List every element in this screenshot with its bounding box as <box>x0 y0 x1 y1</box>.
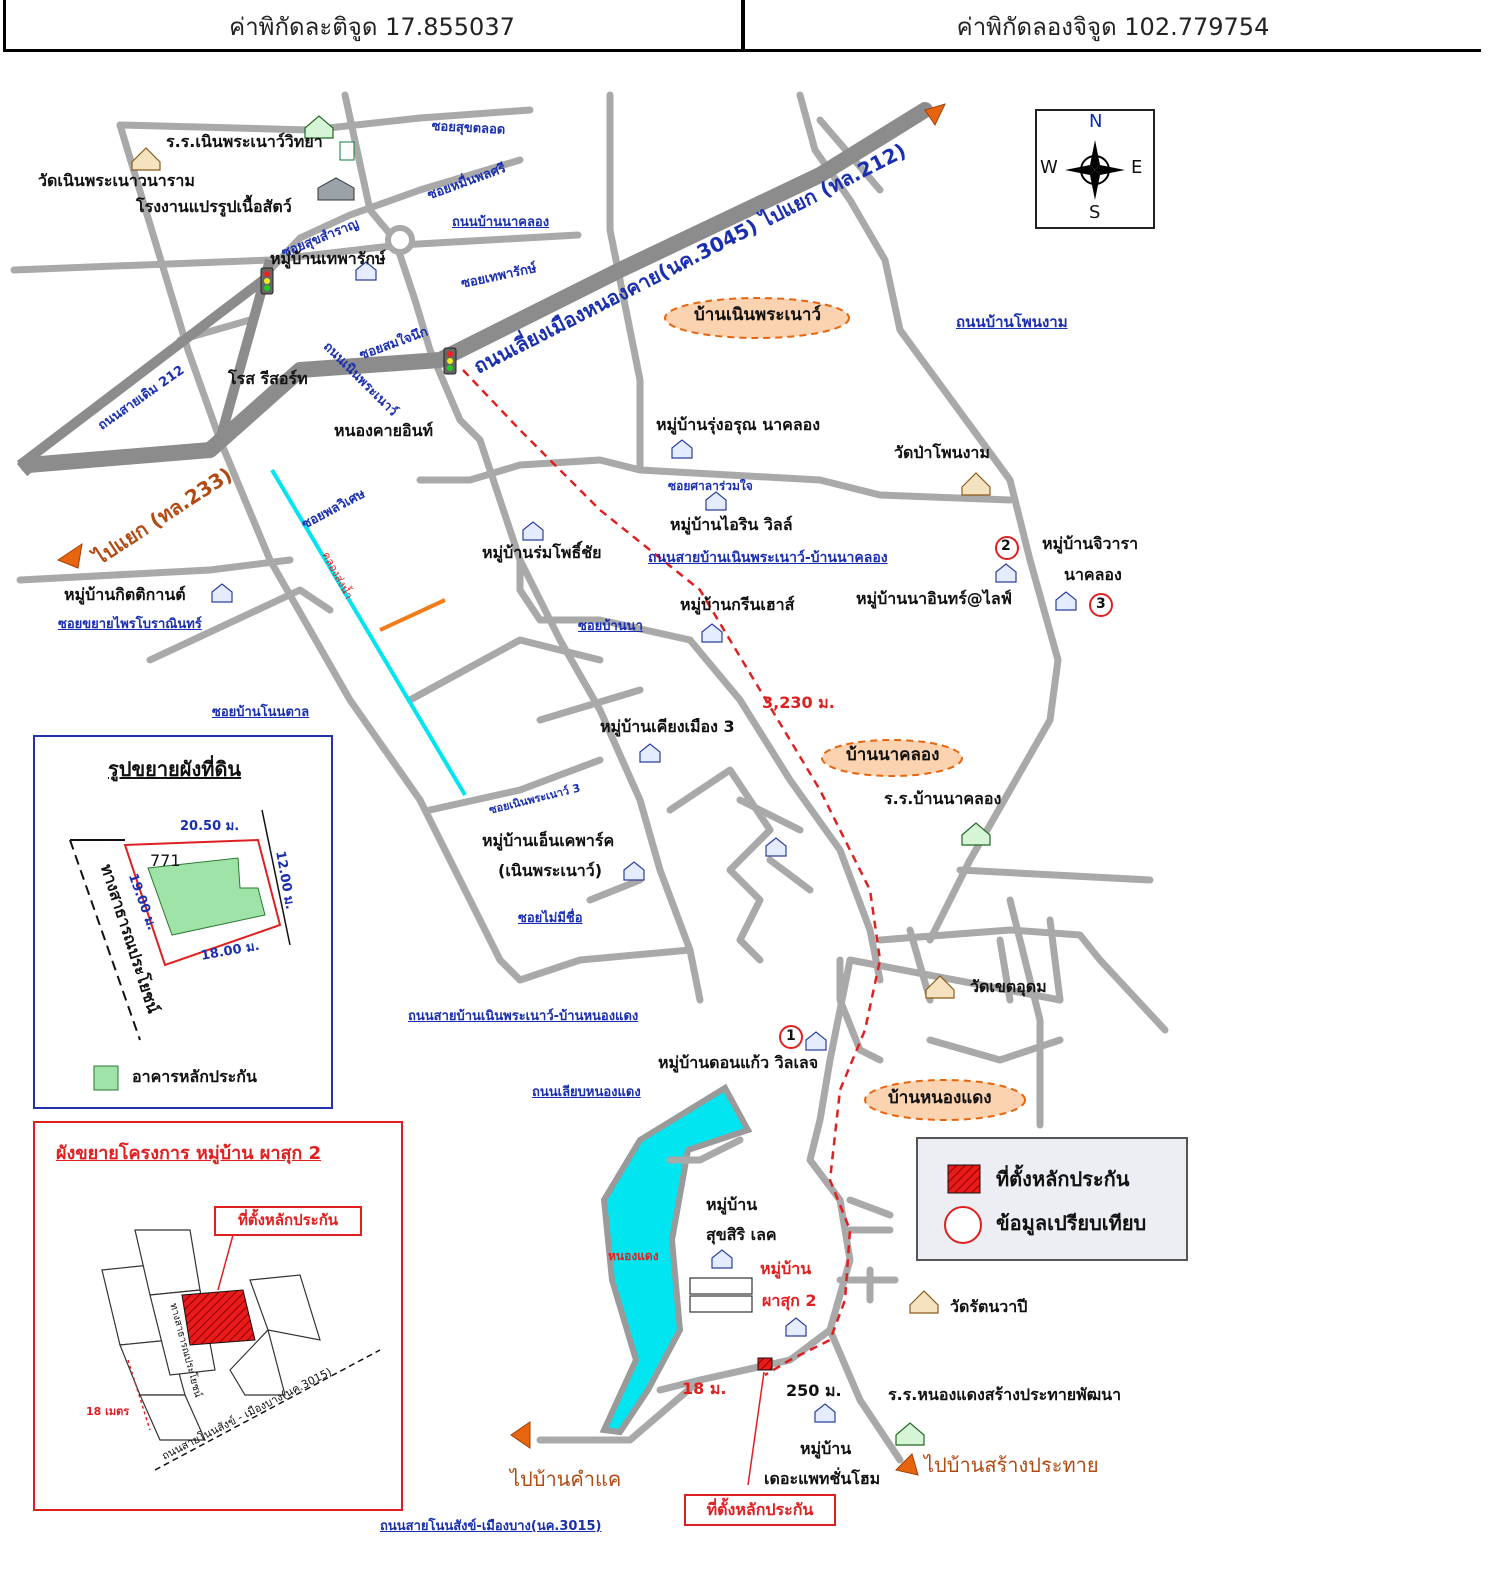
nongkhai-in-label: หนองคายอินท์ <box>334 421 434 440</box>
vil-jiwara-line2: นาคลอง <box>1064 565 1122 584</box>
plot-building <box>147 857 266 936</box>
soi-non-tan-label: ซอยบ้านโนนตาล <box>212 705 310 720</box>
compass-e: E <box>1131 157 1143 178</box>
traffic-light-icon <box>260 267 274 295</box>
temple-icons <box>131 147 991 1314</box>
soi-sala-label: ซอยศาลาร่วมใจ <box>668 479 753 493</box>
plot-number: 771 <box>150 851 181 870</box>
canal-line <box>270 468 467 797</box>
marker-2: 2 <box>1001 538 1011 554</box>
vil-nk-park-line1: หมู่บ้านเอ็นเคพาร์ค <box>482 831 615 850</box>
school-nongdaeng-label: ร.ร.หนองแดงสร้างประทายพัฒนา <box>888 1385 1122 1404</box>
compass-rose-icon <box>1065 140 1125 200</box>
collateral-tag: ที่ตั้งหลักประกัน <box>684 1494 836 1526</box>
longitude-label: ค่าพิกัดลองจิจูด 102.779754 <box>956 12 1270 41</box>
district-nern-ellipse <box>664 297 850 339</box>
house-icons <box>211 261 1077 1423</box>
vil-na-in-label: หมู่บ้านนาอินทร์@ไลฟ์ <box>856 589 1012 608</box>
factory-icon <box>317 177 355 201</box>
district-nongdaeng-ellipse <box>864 1079 1026 1121</box>
to-sang-label: ไปบ้านสร้างประทาย <box>924 1453 1099 1477</box>
soi-ban-na-label: ซอยบ้านนา <box>578 619 643 634</box>
vil-palm-line1: หมู่บ้าน <box>800 1439 852 1458</box>
vil-nk-park-line2: (เนินพระเนาว์) <box>498 861 603 880</box>
soi-phaiboran-label: ซอยขยายไพรโบราณินทร์ <box>58 617 202 632</box>
vil-kittika-label: หมู่บ้านกิตติกานต์ <box>64 585 186 604</box>
vil-pasuk-line1: หมู่บ้าน <box>760 1259 812 1278</box>
nern-nongdaeng-rd-label: ถนนสายบ้านเนินพระเนาว์-บ้านหนองแดง <box>408 1009 639 1024</box>
legend-collateral-swatch <box>947 1164 981 1194</box>
wat-ratana-label: วัดรัตนวาปี <box>950 1297 1028 1316</box>
plot-top-dim: 20.50 ม. <box>180 819 240 834</box>
school-naklong-label: ร.ร.บ้านนาคลอง <box>884 789 1002 808</box>
plot-building-legend-swatch <box>93 1065 119 1091</box>
legend-comparison-swatch <box>944 1206 982 1244</box>
phon-sawan-rd-label: ถนนสายโนนสังข์-เมืองบาง(นค.3015) <box>380 1519 602 1534</box>
vil-don-kaew-label: หมู่บ้านดอนแก้ว วิลเลจ <box>658 1053 819 1072</box>
vil-suksiri-line1: หมู่บ้าน <box>706 1195 758 1214</box>
direction-arrows <box>56 103 946 1476</box>
project-collateral-plot <box>181 1289 256 1346</box>
traffic-light-icon <box>443 347 457 375</box>
compass-box <box>1035 109 1155 229</box>
soi-no-name-label: ซอยไม่มีชื่อ <box>518 911 583 926</box>
wat-nern-label: วัดเนินพระเนาวนาราม <box>38 171 195 190</box>
lake-nong-daeng <box>599 1083 753 1436</box>
project-collateral-tag: ที่ตั้งหลักประกัน <box>214 1206 362 1236</box>
latitude-label: ค่าพิกัดละติจูด 17.855037 <box>229 12 515 41</box>
road-network <box>10 91 1169 1464</box>
to-kham-ae-label: ไปบ้านคำแค <box>510 1467 622 1491</box>
vil-green-label: หมู่บ้านกรีนเฮาส์ <box>680 595 795 614</box>
wat-khet-label: วัดเขตอุดม <box>970 977 1047 996</box>
school-nern-label: ร.ร.เนินพระเนาว์วิทยา <box>166 132 323 151</box>
coordinate-header: ค่าพิกัดละติจูด 17.855037 ค่าพิกัดลองจิจ… <box>0 0 1494 54</box>
distance-3230-label: 3,230 ม. <box>762 693 835 712</box>
orange-segment <box>379 598 446 632</box>
lake-label: หนองแดง <box>608 1249 659 1263</box>
plot-inset-title: รูปขยายผังที่ดิน <box>108 757 242 781</box>
rose-resort-label: โรส รีสอร์ท <box>228 369 308 388</box>
legend-collateral-label: ที่ตั้งหลักประกัน <box>996 1167 1130 1191</box>
nern-naklong-rd-label: ถนนสายบ้านเนินพระเนาว์-บ้านนาคลอง <box>648 550 888 566</box>
marker-1: 1 <box>786 1028 796 1044</box>
vil-jiwara-line1: หมู่บ้านจิวารา <box>1042 534 1139 553</box>
vil-suksiri-line2: สุขสิริ เลค <box>706 1225 777 1244</box>
factory-label: โรงงานแปรรูปเนื้อสัตว์ <box>136 197 292 216</box>
compass-w: W <box>1040 157 1058 178</box>
marker-3: 3 <box>1096 596 1106 612</box>
district-nern-label: บ้านเนินพระเนาว์ <box>694 305 822 325</box>
vil-palm-line2: เดอะแพทชั่นโฮม <box>764 1469 881 1488</box>
legend-comparison-label: ข้อมูลเปรียบเทียบ <box>996 1211 1147 1235</box>
distance-250-label: 250 ม. <box>786 1381 842 1400</box>
vil-rom-pho-label: หมู่บ้านร่มโพธิ์ชัย <box>482 543 602 562</box>
route-dashed <box>462 369 882 1377</box>
project-width-label: 18 เมตร <box>86 1405 130 1418</box>
district-naklong-ellipse <box>821 739 963 777</box>
district-nongdaeng-label: บ้านหนองแดง <box>888 1088 992 1108</box>
collateral-site-marker <box>747 1357 773 1486</box>
school-icons <box>304 115 991 1446</box>
compass-s: S <box>1089 202 1101 223</box>
vil-pasuk-line2: ผาสุก 2 <box>762 1291 817 1310</box>
bypass-highway <box>20 102 933 473</box>
na-klong-rd-label: ถนนบ้านนาคลอง <box>452 215 550 230</box>
district-naklong-label: บ้านนาคลอง <box>846 745 940 765</box>
vil-khiang-label: หมู่บ้านเคียงเมือง 3 <box>600 717 735 736</box>
comparison-markers <box>779 536 1113 1049</box>
project-inset-title: ผังขยายโครงการ หมู่บ้าน ผาสุก 2 <box>56 1143 322 1164</box>
vil-thepharak-label: หมู่บ้านเทพารักษ์ <box>270 249 386 268</box>
vil-rung-arun-label: หมู่บ้านรุ่งอรุณ นาคลอง <box>656 415 821 434</box>
roundabout <box>385 225 415 255</box>
phon-ngam-rd-label: ถนนบ้านโพนงาม <box>956 313 1068 331</box>
store-icon <box>339 141 355 161</box>
vil-irin-label: หมู่บ้านไอริน วิลล์ <box>670 515 793 534</box>
header-divider <box>741 0 745 52</box>
plot-legend-label: อาคารหลักประกัน <box>132 1067 257 1086</box>
distance-18-label: 18 ม. <box>682 1379 727 1398</box>
compass-n: N <box>1089 111 1103 132</box>
wat-pa-phon-label: วัดป่าโพนงาม <box>894 443 990 462</box>
lake-rd-label: ถนนเลียบหนองแดง <box>532 1085 641 1100</box>
